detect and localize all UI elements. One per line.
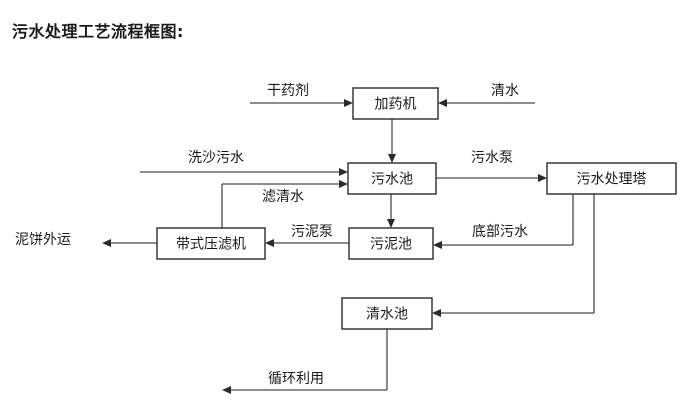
edge-dry-chemical-in xyxy=(250,99,353,107)
edge-bottom-wastewater xyxy=(433,194,574,249)
svg-text:清水池: 清水池 xyxy=(366,307,408,323)
edge-label-sludge-pump: 污泥泵 xyxy=(291,224,333,240)
edge-label-sand-wash-wastewater: 洗沙污水 xyxy=(188,150,244,166)
edge-filtrate-return xyxy=(221,180,348,228)
edge-clean-water-in xyxy=(438,99,535,107)
edge-dosing-to-wastewater-pool xyxy=(388,119,396,163)
node-sludge-pool[interactable]: 污泥池 xyxy=(348,227,434,260)
page-title: 污水处理工艺流程框图: xyxy=(12,22,184,41)
edge-sand-wash-wastewater-in xyxy=(140,168,348,176)
edge-label-recycle: 循环利用 xyxy=(268,371,324,387)
node-treatment-tower[interactable]: 污水处理塔 xyxy=(546,162,677,195)
svg-text:加药机: 加药机 xyxy=(375,97,417,113)
svg-text:带式压滤机: 带式压滤机 xyxy=(176,237,246,253)
node-wastewater-pool[interactable]: 污水池 xyxy=(347,162,437,195)
svg-text:污水池: 污水池 xyxy=(371,172,413,188)
edge-label-dry-chemical: 干药剂 xyxy=(267,83,309,99)
svg-text:污泥池: 污泥池 xyxy=(370,237,412,253)
edge-label-filtrate: 滤清水 xyxy=(262,189,304,205)
edge-wastewater-pool-to-sludge-pool xyxy=(387,194,395,228)
node-clean-water-pool[interactable]: 清水池 xyxy=(341,297,433,330)
svg-text:污水处理塔: 污水处理塔 xyxy=(577,172,647,188)
edge-tower-to-clean-water-pool xyxy=(432,194,595,317)
edge-recycle-out xyxy=(222,329,388,394)
edge-sludge-pump xyxy=(265,239,349,247)
edge-label-wastewater-pump: 污水泵 xyxy=(471,150,513,166)
edge-label-bottom-wastewater: 底部污水 xyxy=(472,224,528,240)
node-belt-filter-press[interactable]: 带式压滤机 xyxy=(156,227,266,260)
node-dosing-machine[interactable]: 加药机 xyxy=(352,87,439,120)
edge-wastewater-pump xyxy=(436,174,547,182)
edge-label-clean-water: 清水 xyxy=(491,83,519,99)
terminal-label-mud-cake-out: 泥饼外运 xyxy=(15,232,71,248)
edge-mud-cake-out xyxy=(102,239,157,247)
